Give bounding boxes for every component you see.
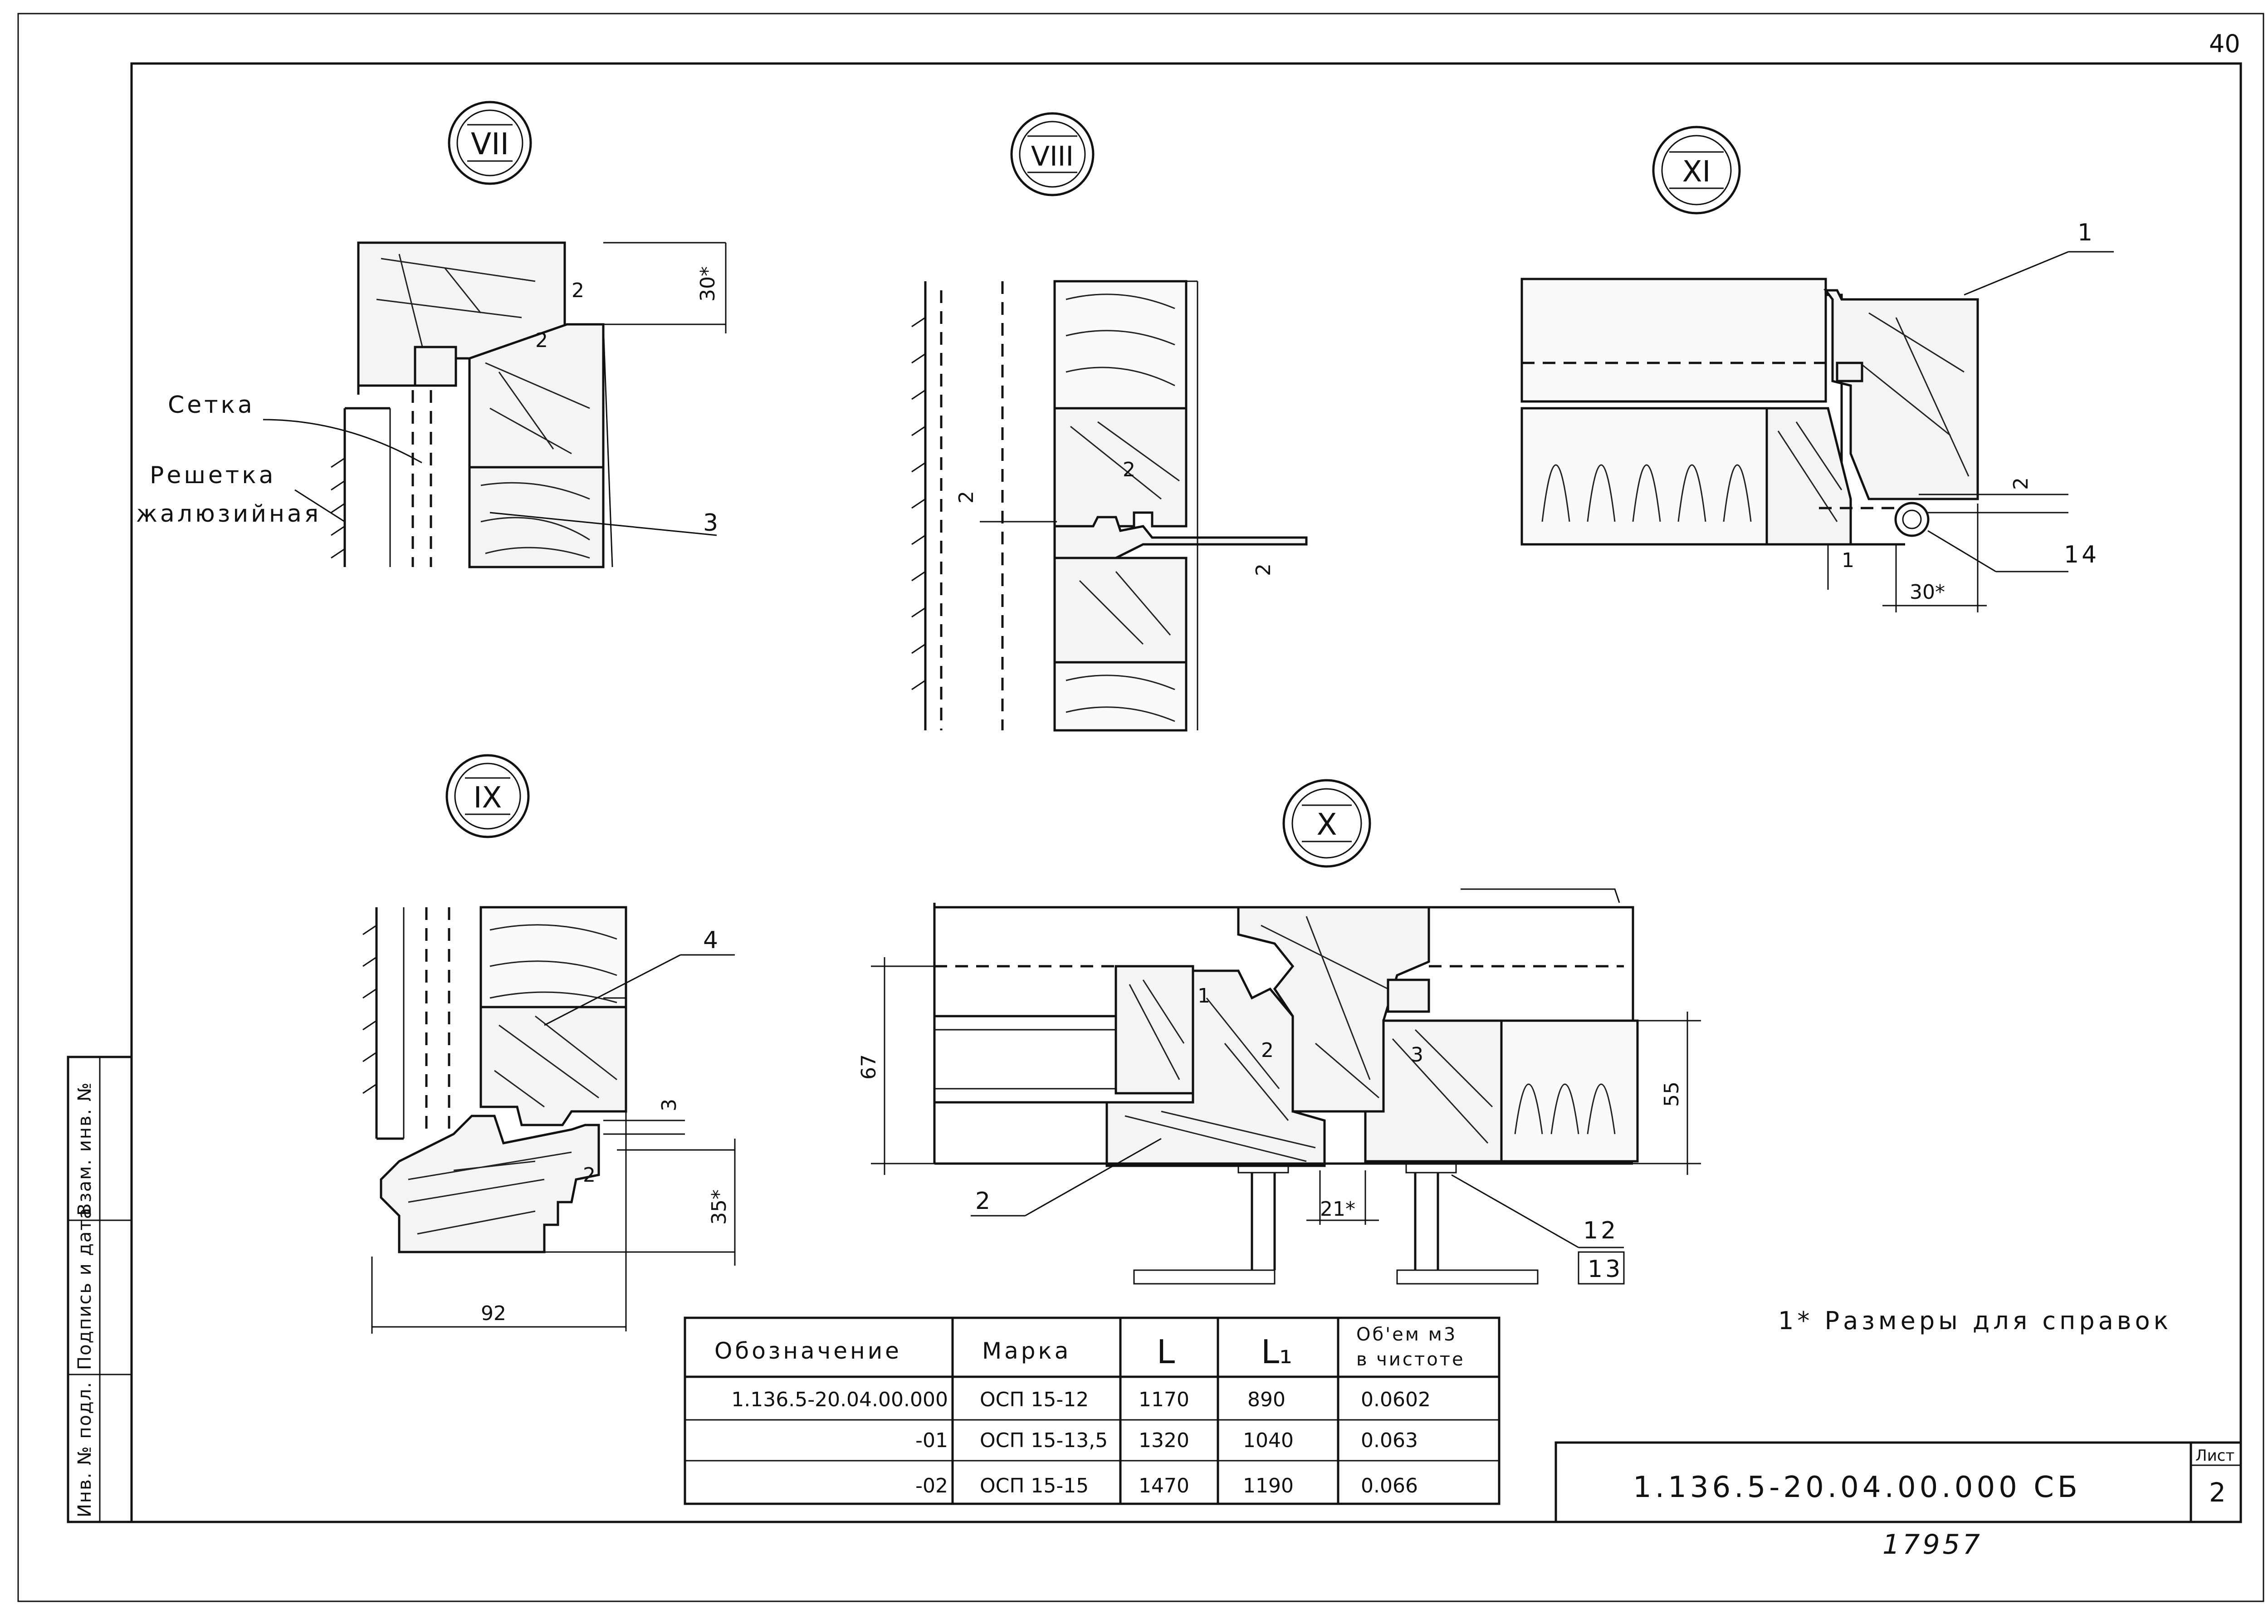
- table-row-2-designation: -01: [915, 1429, 948, 1452]
- table-row-2-l1: 1040: [1243, 1429, 1294, 1452]
- view-x: X 67 55: [857, 779, 1701, 1285]
- view-vii: VII 30* 2 2 Сетка Решетка жалюзийная 3: [136, 101, 727, 568]
- dim-x-21: 21*: [1320, 1198, 1355, 1221]
- dim-vii-2a: 2: [572, 279, 584, 302]
- table-row-3-l1: 1190: [1243, 1474, 1294, 1497]
- table-header-designation: Обозначение: [714, 1338, 902, 1364]
- table-row-2-volume: 0.063: [1361, 1429, 1418, 1452]
- callout-ix-4: 4: [703, 927, 721, 954]
- table-header-l1: L₁: [1261, 1333, 1292, 1371]
- table-row-1-volume: 0.0602: [1361, 1388, 1431, 1411]
- outer-frame: [17, 13, 2264, 1602]
- side-stamp-field-sign: Подпись и дата: [74, 1207, 95, 1370]
- view-ix: IX 3 35* 2 92 4: [362, 754, 736, 1334]
- table-row-3-volume: 0.066: [1361, 1474, 1418, 1497]
- table-row-3-mark: ОСП 15-15: [980, 1474, 1089, 1497]
- title-sheet-label: Лист: [2195, 1447, 2234, 1465]
- dim-vii-2b: 2: [535, 329, 548, 352]
- dim-viii-2c: 2: [1123, 458, 1135, 481]
- side-stamp: Инв. № подл. Подпись и дата Взам. инв. №: [67, 1056, 133, 1523]
- view-vii-label: VII: [471, 127, 509, 161]
- dim-viii-2b: 2: [1252, 563, 1275, 576]
- callout-x-13: 13: [1588, 1256, 1623, 1283]
- dim-xi-1: 1: [1842, 549, 1854, 572]
- table-row-2-l: 1320: [1139, 1429, 1189, 1452]
- table-header-volume: Об'ем м3: [1356, 1324, 1457, 1345]
- table-row-1-mark: ОСП 15-12: [980, 1388, 1089, 1411]
- table-row-3-designation: -02: [915, 1474, 948, 1497]
- table-header-volume-2: в чистоте: [1356, 1349, 1465, 1370]
- dim-vii-30: 30*: [696, 266, 719, 302]
- dim-xi-30: 30*: [1910, 581, 1945, 604]
- view-ix-label: IX: [474, 781, 502, 815]
- view-xi-label: XI: [1682, 155, 1711, 189]
- callout-vii-3: 3: [703, 509, 721, 537]
- label-reshetka: Решетка: [150, 462, 276, 489]
- title-doc-code: 1.136.5-20.04.00.000 СБ: [1633, 1471, 2081, 1504]
- view-viii-label: VIII: [1031, 141, 1074, 172]
- dim-x-55: 55: [1660, 1081, 1683, 1107]
- side-stamp-field-replace: Взам. инв. №: [74, 1081, 95, 1216]
- archive-number: 17957: [1882, 1529, 1983, 1560]
- dim-x-2: 2: [1261, 1039, 1274, 1062]
- label-zhalyuziynaya: жалюзийная: [136, 500, 321, 528]
- page-number: 40: [2209, 29, 2240, 58]
- dim-x-1: 1: [1198, 984, 1210, 1008]
- dim-viii-2a: 2: [955, 491, 978, 504]
- title-sheet-number: 2: [2209, 1477, 2226, 1508]
- dim-xi-2: 2: [2009, 477, 2033, 490]
- view-xi: XI 2 1 30* 1 14: [1520, 126, 2114, 612]
- view-x-label: X: [1316, 807, 1337, 842]
- reference-note: 1* Размеры для справок: [1778, 1306, 2172, 1335]
- table-row-2-mark: ОСП 15-13,5: [980, 1429, 1108, 1452]
- dim-x-3: 3: [1411, 1043, 1423, 1066]
- table-row-1-designation: 1.136.5-20.04.00.000: [731, 1388, 948, 1411]
- dim-x-67: 67: [857, 1054, 880, 1080]
- table-row-3-l: 1470: [1139, 1474, 1189, 1497]
- table-row-1-l1: 890: [1247, 1388, 1286, 1411]
- label-setka: Сетка: [168, 391, 255, 419]
- dim-ix-2: 2: [583, 1164, 596, 1187]
- table-header-mark: Марка: [982, 1338, 1071, 1364]
- callout-x-12: 12: [1583, 1217, 1618, 1244]
- view-viii: VIII 2 2 2: [911, 112, 1308, 732]
- title-block: 1.136.5-20.04.00.000 СБ Лист 2 17957: [1554, 1441, 2242, 1560]
- dim-ix-92: 92: [481, 1302, 506, 1325]
- dim-ix-3: 3: [658, 1099, 681, 1111]
- table-header-l: L: [1157, 1333, 1175, 1371]
- table-row-1-l: 1170: [1139, 1388, 1189, 1411]
- spec-table: Обозначение Марка L L₁ Об'ем м3 в чистот…: [684, 1316, 1501, 1505]
- dim-ix-35: 35*: [708, 1189, 731, 1225]
- drawing-frame: [130, 62, 2242, 1523]
- callout-x-2: 2: [975, 1188, 993, 1215]
- callout-xi-14: 14: [2064, 541, 2099, 568]
- side-stamp-field-inv: Инв. № подл.: [74, 1381, 95, 1517]
- callout-xi-1: 1: [2077, 219, 2095, 246]
